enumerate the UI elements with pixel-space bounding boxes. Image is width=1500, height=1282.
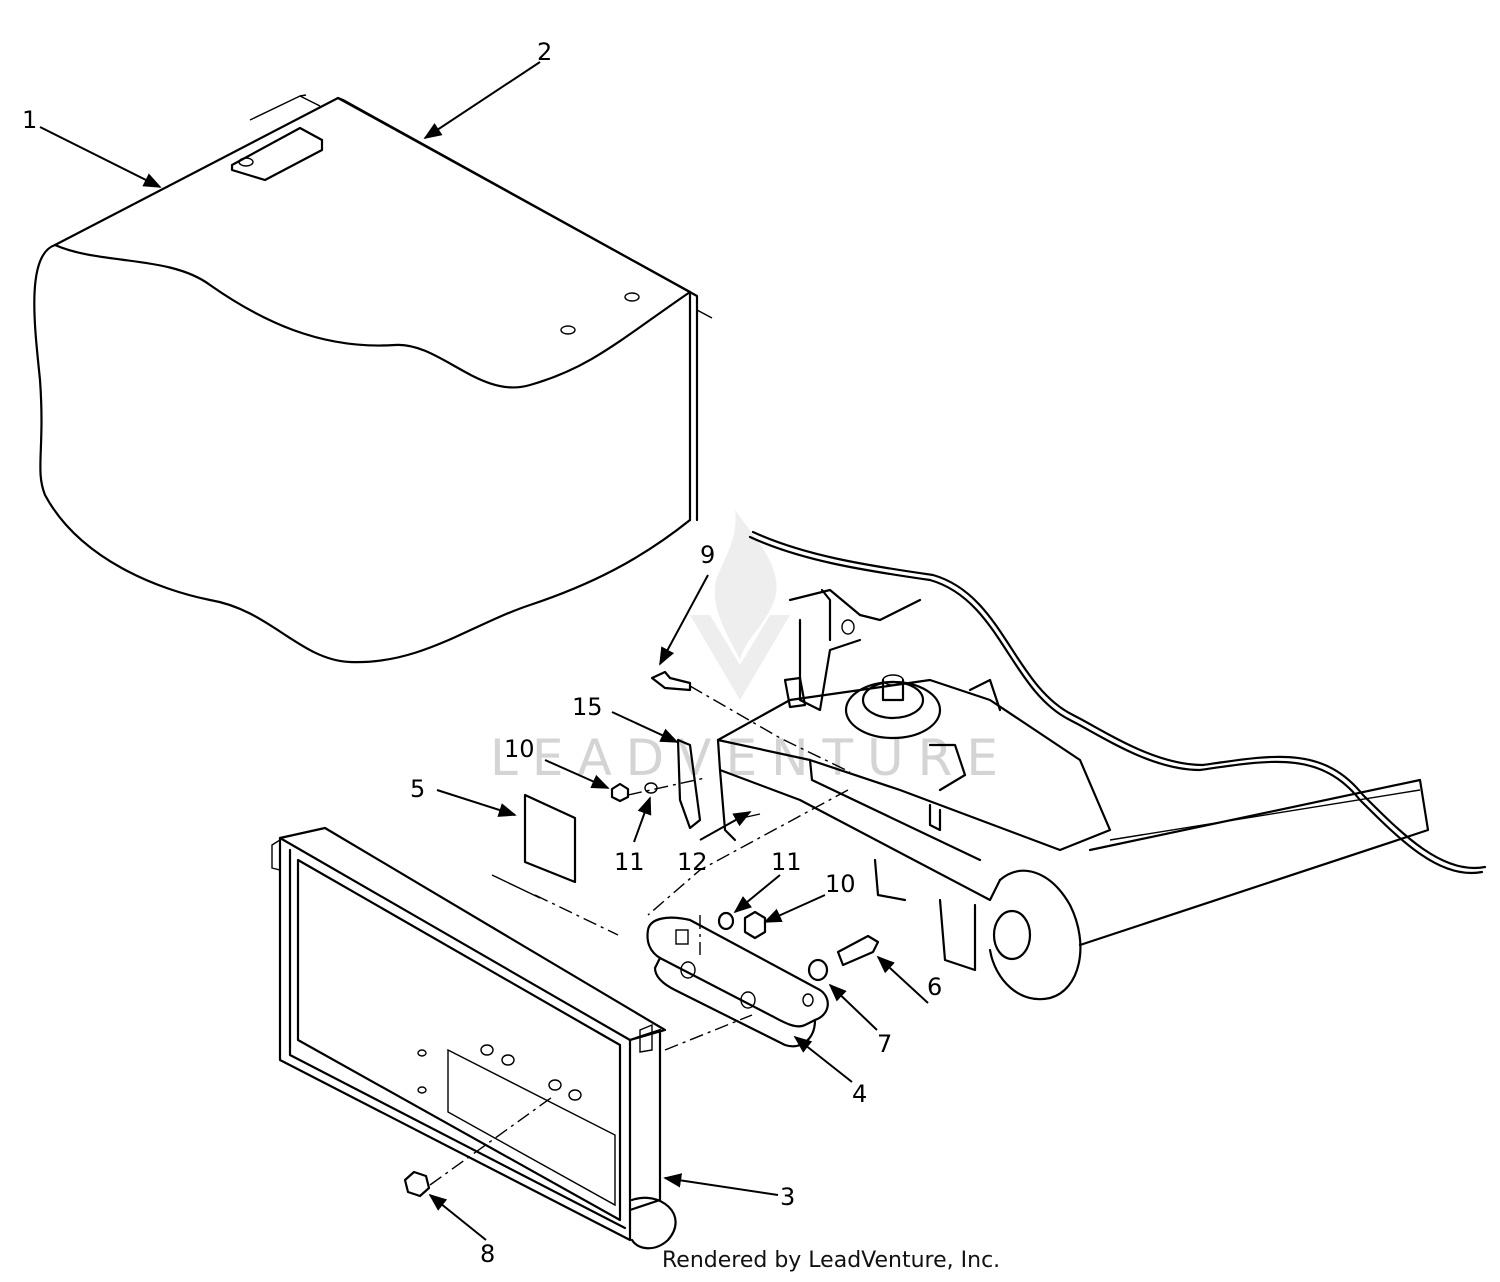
callout-arrows	[39, 61, 929, 1241]
callout-label: 15	[572, 693, 603, 721]
part-5-pad	[491, 793, 577, 899]
callout-label: 10	[504, 735, 535, 763]
part-1-bag	[33, 94, 713, 664]
part-8-nut	[403, 1170, 431, 1198]
callout-label: 10	[825, 870, 856, 898]
callout-labels: 1 2 3 4 5 6 7 8 9 10 10 11 11 12 15	[22, 38, 942, 1268]
callout-label: 1	[22, 106, 37, 134]
hardware	[403, 670, 880, 1198]
callout-label: 3	[780, 1183, 795, 1211]
part-4-bracket	[646, 916, 829, 1048]
part-7-washer	[807, 958, 829, 982]
callout-label: 8	[480, 1240, 495, 1268]
assembly-lines	[429, 685, 851, 1186]
callout-label: 6	[927, 973, 942, 1001]
part-10-nut-lower	[743, 910, 767, 940]
callout-label: 5	[410, 775, 425, 803]
watermark-text: LEADVENTURE	[490, 729, 1012, 787]
part-11-washer-lower	[717, 911, 735, 931]
part-9-bolt	[650, 670, 692, 692]
callout-label: 11	[614, 848, 645, 876]
callout-label: 9	[700, 541, 715, 569]
part-3-frame	[271, 826, 677, 1250]
callout-label: 12	[677, 848, 708, 876]
callout-label: 2	[537, 38, 552, 66]
callout-label: 4	[852, 1080, 867, 1108]
part-15-plate	[676, 738, 702, 830]
part-6-bolt	[836, 934, 880, 967]
watermark-logo	[690, 510, 790, 700]
part-10-nut-upper	[610, 782, 630, 803]
mower-deck	[716, 530, 1487, 1001]
rendered-by-credit: Rendered by LeadVenture, Inc.	[662, 1248, 1001, 1273]
callout-label: 11	[771, 848, 802, 876]
callout-label: 7	[877, 1030, 892, 1058]
